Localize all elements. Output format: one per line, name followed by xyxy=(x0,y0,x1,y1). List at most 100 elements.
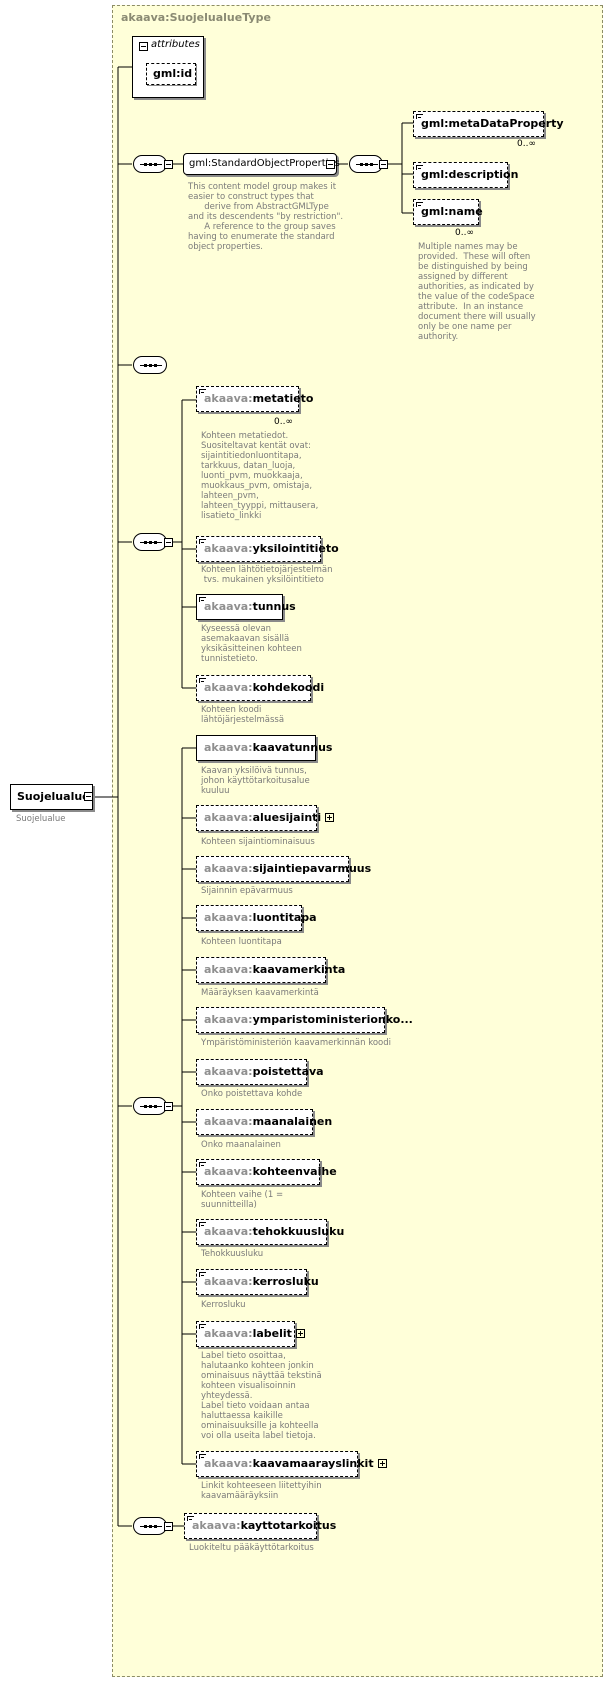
attributes-collapse-button[interactable] xyxy=(139,42,148,51)
element-label: kerrosluku xyxy=(252,1275,319,1288)
ref-corner-icon xyxy=(416,165,423,170)
element-metatieto[interactable]: akaava:metatieto xyxy=(196,386,314,412)
element-luontitapa[interactable]: akaava:luontitapa xyxy=(196,905,317,931)
expand-icon[interactable] xyxy=(295,1328,305,1338)
attribute-gml-id[interactable]: gml:id xyxy=(146,63,196,85)
ref-corner-icon xyxy=(199,389,206,394)
element-namespace: akaava: xyxy=(204,681,253,694)
element-kohdekoodi[interactable]: akaava:kohdekoodi xyxy=(196,675,324,701)
element-namespace: akaava: xyxy=(204,1457,253,1470)
element-annotation: Kaavan yksilöivä tunnus, johon käyttötar… xyxy=(201,766,310,796)
cardinality-label: 0..∞ xyxy=(455,228,474,238)
ref-corner-icon xyxy=(199,1272,206,1277)
ref-corner-icon xyxy=(199,678,206,683)
element-namespace: akaava: xyxy=(204,811,253,824)
ref-corner-icon xyxy=(187,1516,194,1521)
sequence-connector xyxy=(133,356,167,374)
standard-object-properties-group[interactable]: gml:StandardObjectProperties xyxy=(183,153,340,175)
attribute-gml-id-label: gml:id xyxy=(153,67,193,80)
element-namespace: akaava: xyxy=(204,963,253,976)
element-label: ymparistoministerionko... xyxy=(252,1013,413,1026)
element-labelit[interactable]: akaava:labelit xyxy=(196,1321,305,1347)
element-kaavamaarayslinkit[interactable]: akaava:kaavamaarayslinkit xyxy=(196,1451,387,1477)
element-aluesijainti[interactable]: akaava:aluesijainti xyxy=(196,805,335,831)
element-namespace: akaava: xyxy=(204,741,253,754)
ref-corner-icon xyxy=(416,202,423,207)
element-annotation: Kohteen koodi lähtöjärjestelmässä xyxy=(201,705,285,725)
group-collapse-button[interactable] xyxy=(326,160,335,169)
element-annotation: Luokiteltu pääkäyttötarkoitus xyxy=(189,1543,314,1553)
element-label: kaavamaarayslinkit xyxy=(252,1457,374,1470)
root-element[interactable]: Suojelualue xyxy=(10,784,93,810)
element-namespace: akaava: xyxy=(204,392,253,405)
element-label: tunnus xyxy=(252,600,296,613)
element-annotation: Kohteen metatiedot. Suositeltavat kentät… xyxy=(201,431,319,521)
standard-group-label: gml:StandardObjectProperties xyxy=(189,158,340,169)
type-name: akaava:SuojelualueType xyxy=(121,11,271,24)
element-annotation: Kohteen luontitapa xyxy=(201,937,282,947)
element-label: kohteenvaihe xyxy=(252,1165,337,1178)
sequence-connector xyxy=(349,155,383,173)
element-annotation: Kyseessä olevan asemakaavan sisällä yksi… xyxy=(201,624,302,664)
element-tunnus[interactable]: akaava:tunnus xyxy=(196,594,296,620)
element-namespace: akaava: xyxy=(204,1115,253,1128)
sequence-connector xyxy=(133,1517,167,1535)
root-element-label: Suojelualue xyxy=(17,790,90,803)
expand-icon[interactable] xyxy=(377,1458,387,1468)
element-namespace: akaava: xyxy=(204,1275,253,1288)
element-label: gml:description xyxy=(421,168,519,181)
element-sijaintiepavarmuus[interactable]: akaava:sijaintiepavarmuus xyxy=(196,856,371,882)
sequence-collapse-button[interactable] xyxy=(164,1522,173,1531)
element-label: tehokkuusluku xyxy=(252,1225,345,1238)
element-annotation: Kohteen sijaintiominaisuus xyxy=(201,837,315,847)
element-annotation: Linkit kohteeseen liitettyihin kaavamäär… xyxy=(201,1481,322,1501)
element-label: sijaintiepavarmuus xyxy=(252,862,372,875)
element-label: metatieto xyxy=(252,392,314,405)
element-gml-name[interactable]: gml:name xyxy=(413,199,483,225)
element-label: luontitapa xyxy=(252,911,317,924)
element-kerrosluku[interactable]: akaava:kerrosluku xyxy=(196,1269,319,1295)
expand-icon[interactable] xyxy=(325,812,335,822)
element-label: kayttotarkoitus xyxy=(240,1519,337,1532)
element-maanalainen[interactable]: akaava:maanalainen xyxy=(196,1109,332,1135)
element-label: gml:metaDataProperty xyxy=(421,117,564,130)
sequence-connector xyxy=(133,1097,167,1115)
attributes-label: attributes xyxy=(151,39,200,50)
element-tehokkuusluku[interactable]: akaava:tehokkuusluku xyxy=(196,1219,344,1245)
cardinality-label: 0..∞ xyxy=(517,139,536,149)
type-background xyxy=(112,5,603,1677)
sequence-connector xyxy=(133,533,167,551)
element-kohteenvaihe[interactable]: akaava:kohteenvaihe xyxy=(196,1159,337,1185)
sequence-collapse-button[interactable] xyxy=(164,538,173,547)
sequence-collapse-button[interactable] xyxy=(164,160,173,169)
element-namespace: akaava: xyxy=(204,1327,253,1340)
element-namespace: akaava: xyxy=(204,542,253,555)
element-kayttotarkoitus[interactable]: akaava:kayttotarkoitus xyxy=(184,1513,336,1539)
element-gml-description[interactable]: gml:description xyxy=(413,162,518,188)
element-annotation: Määräyksen kaavamerkintä xyxy=(201,988,319,998)
element-namespace: akaava: xyxy=(204,1065,253,1078)
element-poistettava[interactable]: akaava:poistettava xyxy=(196,1059,324,1085)
sequence-collapse-button[interactable] xyxy=(379,160,388,169)
ref-corner-icon xyxy=(199,1324,206,1329)
element-ymparistoministerionkoodi[interactable]: akaava:ymparistoministerionko... xyxy=(196,1007,413,1033)
element-yksilointitieto[interactable]: akaava:yksilointitieto xyxy=(196,536,339,562)
element-label: aluesijainti xyxy=(252,811,322,824)
element-namespace: akaava: xyxy=(204,600,253,613)
element-namespace: akaava: xyxy=(192,1519,241,1532)
element-label: kohdekoodi xyxy=(252,681,325,694)
element-annotation: Ympäristöministeriön kaavamerkinnän kood… xyxy=(201,1038,391,1048)
element-namespace: akaava: xyxy=(204,862,253,875)
element-kaavatunnus[interactable]: akaava:kaavatunnus xyxy=(196,735,332,761)
element-annotation: Sijainnin epävarmuus xyxy=(201,886,293,896)
element-gml-metadataproperty[interactable]: gml:metaDataProperty xyxy=(413,111,564,137)
ref-corner-icon xyxy=(199,1162,206,1167)
element-namespace: akaava: xyxy=(204,1225,253,1238)
ref-corner-icon xyxy=(199,1222,206,1227)
element-kaavamerkinta[interactable]: akaava:kaavamerkinta xyxy=(196,957,345,983)
sequence-collapse-button[interactable] xyxy=(164,1102,173,1111)
element-label: labelit xyxy=(252,1327,292,1340)
root-collapse-button[interactable] xyxy=(84,792,93,801)
element-label: maanalainen xyxy=(252,1115,333,1128)
